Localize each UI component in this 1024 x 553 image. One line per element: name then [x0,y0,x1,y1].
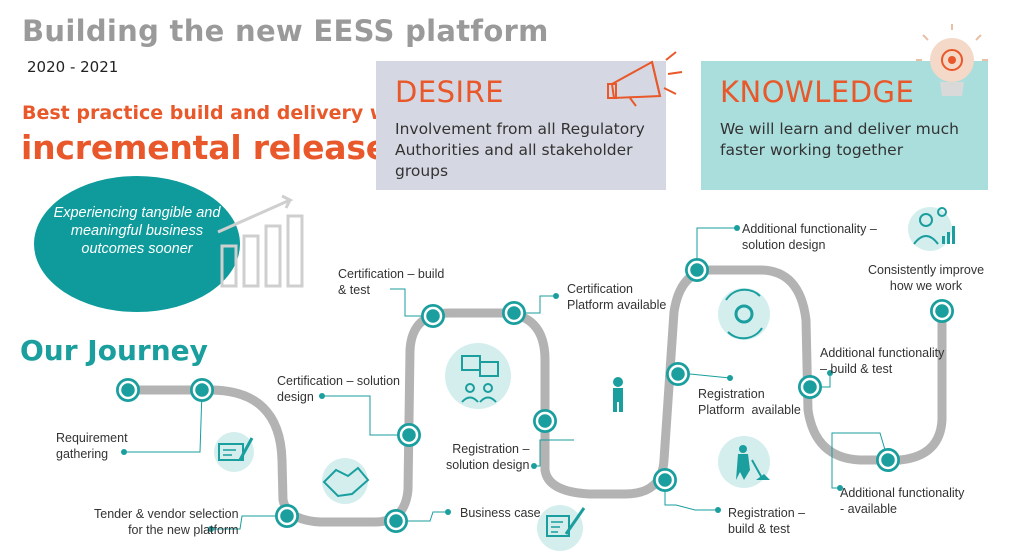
milestone-node [533,409,557,433]
label-certification-platform-available: Certification Platform available [567,282,667,312]
outcomes-text: Experiencing tangible and meaningful bus… [53,205,221,257]
label-tender-vendor-selection: Tender & vendor selection for the new pl… [94,507,239,537]
desire-title: DESIRE [395,75,505,109]
growth-bars-icon [217,194,304,288]
label-certification-build-test: Certification – build & test [338,267,445,297]
handshake-icon [322,458,370,504]
page-title: Building the new EESS platform [22,14,549,48]
milestone-node [384,509,408,533]
knowledge-box: KNOWLEDGE We will learn and deliver much… [701,61,988,190]
subtitle-line1: Best practice build and delivery with [22,102,417,124]
desire-box: DESIRE Involvement from all Regulatory A… [376,61,666,190]
person-chart-icon [908,207,955,251]
label-registration-solution-design: Registration – solution design [446,442,530,472]
lightbulb-gear-icon [916,24,988,96]
label-registration-build-test: Registration – build & test [728,506,806,536]
label-additional-build-test: Additional functionality – build & test [820,346,945,376]
date-range: 2020 - 2021 [27,58,119,76]
milestone-node [798,375,822,399]
milestone-node [397,423,421,447]
knowledge-text: We will learn and deliver much faster wo… [720,120,959,159]
person-icon [613,377,623,412]
milestone-node [190,378,214,402]
milestone-node [502,301,526,325]
journey-path [123,265,947,527]
label-certification-solution-design: Certification – solution design [277,374,400,404]
label-registration-platform-available: Registration Platform available [698,387,801,417]
checklist-pen-icon [214,432,254,472]
gears-cycle-icon [718,288,770,340]
milestone-node [666,362,690,386]
milestone-node [421,304,445,328]
label-additional-solution-design: Additional functionality – solution desi… [742,222,877,252]
outcomes-oval: Experiencing tangible and meaningful bus… [34,176,240,312]
knowledge-title: KNOWLEDGE [720,75,915,109]
megaphone-icon [607,51,683,107]
milestone-node [275,504,299,528]
chat-people-icon [445,343,511,409]
desire-text: Involvement from all Regulatory Authorit… [395,120,645,180]
milestone-node [876,448,900,472]
milestone-node [116,378,140,402]
milestone-node [685,258,709,282]
label-consistently-improve: Consistently improve how we work [868,263,985,293]
milestone-node [930,299,954,323]
document-pen-icon [537,505,586,551]
journey-title: Our Journey [20,334,208,367]
subtitle-line2: incremental releases [21,128,408,167]
label-requirement-gathering: Requirement gathering [56,431,128,461]
milestone-node [653,468,677,492]
worker-shovel-icon [718,436,770,488]
label-business-case: Business case [460,506,541,520]
label-additional-available: Additional functionality - available [840,486,965,516]
